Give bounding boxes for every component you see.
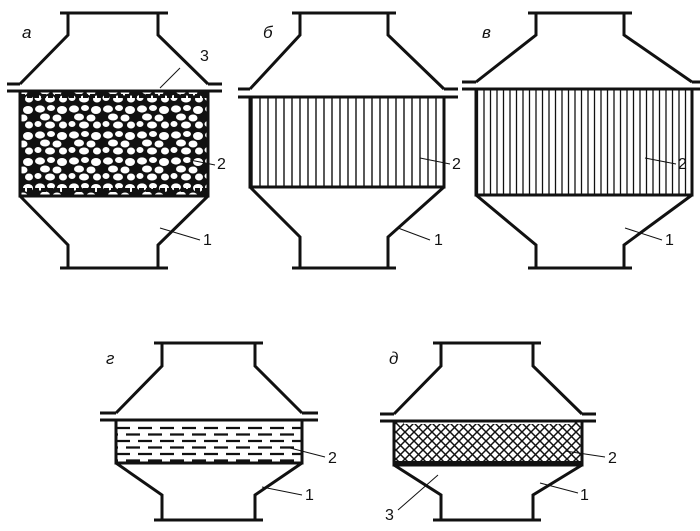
callout-a-1: 1 (203, 232, 212, 249)
figure-label-a: а (22, 23, 31, 42)
upper-housing (475, 11, 693, 84)
lower-housing (393, 463, 583, 522)
leader-line (159, 67, 181, 89)
figure-label-d: д (389, 349, 398, 368)
figure-label-v: в (482, 23, 491, 42)
upper-housing (392, 341, 584, 416)
leader-line (397, 474, 439, 511)
figure-label-b: б (263, 23, 274, 42)
callout-b-2: 2 (452, 156, 461, 173)
leader-line (159, 227, 201, 241)
callout-a-3: 3 (200, 48, 209, 65)
filter-body (248, 97, 446, 189)
callout-a-2: 2 (217, 156, 226, 173)
leader-line (624, 227, 663, 241)
upper-housing (248, 11, 446, 91)
leader-line (289, 447, 326, 458)
filter-figure-g (100, 341, 326, 522)
flange (7, 82, 222, 93)
callout-g-2: 2 (328, 450, 337, 467)
flange (100, 411, 318, 422)
filter-body (18, 91, 210, 198)
filter-figure-d (380, 341, 606, 522)
callout-d-1: 1 (580, 487, 589, 504)
leader-line (539, 482, 579, 494)
callout-v-2: 2 (678, 156, 687, 173)
filter-medium-crosshatch (394, 421, 582, 465)
leader-line (261, 486, 303, 496)
flange (462, 80, 700, 91)
leader-line (189, 159, 216, 166)
flange (380, 412, 596, 423)
filter-medium-pebbles (20, 91, 208, 196)
filter-figure-a (7, 11, 222, 270)
lower-housing (115, 461, 303, 522)
callout-v-1: 1 (665, 232, 674, 249)
leader-line (419, 157, 451, 165)
filter-body (114, 420, 304, 465)
callout-b-1: 1 (434, 232, 443, 249)
leader-line (564, 450, 606, 458)
callout-g-1: 1 (305, 487, 314, 504)
callout-d-2: 2 (608, 450, 617, 467)
figure-label-g: г (106, 349, 114, 368)
filter-body (392, 421, 584, 467)
upper-housing (114, 341, 304, 415)
upper-housing (18, 11, 210, 86)
leader-line (397, 227, 431, 241)
filter-body (474, 89, 694, 197)
leader-line (644, 157, 677, 165)
filter-medium-vertical-lines-dense (476, 89, 692, 195)
flange (238, 87, 458, 99)
lower-housing (475, 193, 693, 270)
filter-medium-vertical-lines (250, 97, 444, 187)
lower-housing (248, 185, 445, 270)
lower-housing (18, 194, 210, 270)
filter-figure-v (462, 11, 700, 270)
filter-figure-b (238, 11, 458, 270)
callout-d-3: 3 (385, 507, 394, 524)
